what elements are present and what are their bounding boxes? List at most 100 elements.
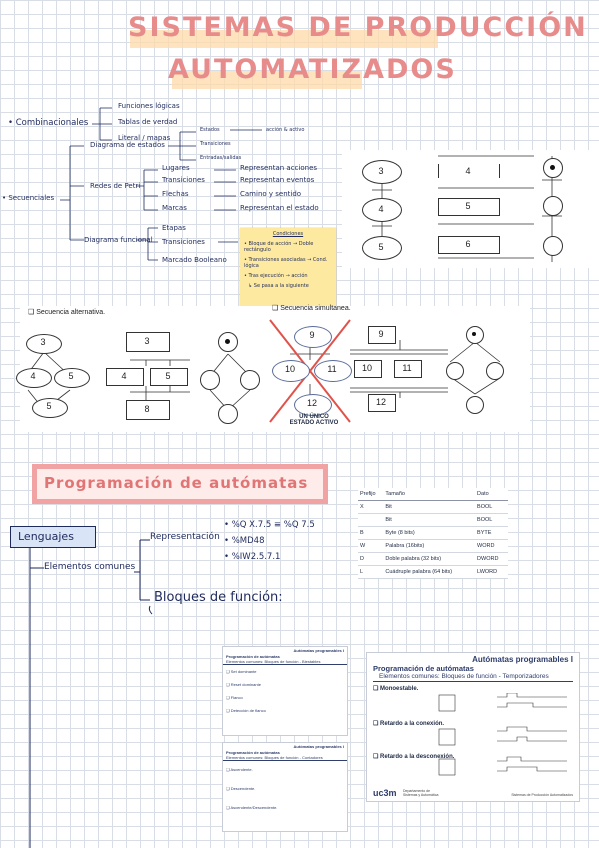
place-label: 11 — [327, 364, 337, 374]
slide-title: Programación de autómatas — [226, 750, 280, 755]
table-cell: B — [358, 526, 384, 540]
place-label: 12 — [306, 398, 317, 408]
slide-item: ❑ Ascendente/Descendente. — [226, 805, 278, 810]
sticky-line: ↳ Se pasa a la siguiente — [248, 283, 309, 289]
programacion-lines — [29, 539, 153, 848]
petri-place — [26, 334, 62, 354]
redes-petri-label: Redes de Petri — [90, 182, 141, 190]
section-heading-box — [32, 464, 328, 504]
step-label: 4 — [121, 371, 127, 381]
petri-desc: Camino y sentido — [240, 190, 302, 198]
table-cell: LWORD — [475, 565, 508, 579]
slide-item: ❑ Descendente. — [226, 786, 256, 791]
timing-diagrams — [438, 693, 567, 776]
slide-brand: Autómatas programables I — [472, 655, 573, 664]
uc3m-logo: uc3m — [373, 788, 397, 798]
token — [472, 332, 476, 336]
table-cell: D — [358, 552, 384, 566]
step-label: 12 — [375, 397, 386, 407]
slide-item: ❑ Detección de flanco — [226, 708, 266, 713]
slide-subtitle: Elementos comunes: Bloques de función - … — [373, 673, 573, 682]
table-cell: Doble palabra (32 bits) — [383, 552, 476, 566]
token — [550, 165, 555, 170]
step-label: 10 — [361, 363, 372, 373]
table-cell: W — [358, 539, 384, 553]
place-label: 4 — [378, 204, 384, 214]
bullet-combinacionales: • Combinacionales — [8, 118, 89, 128]
page-subtitle: automatizados — [168, 54, 457, 85]
estados-item: Estados — [200, 127, 220, 133]
place-label: 5 — [46, 401, 52, 411]
rep-item: • %IW2.5.7.1 — [224, 552, 281, 562]
petri-desc: Representan acciones — [240, 164, 318, 172]
step-label: 5 — [465, 201, 471, 211]
slide-item: ❑ Monoestable. — [373, 686, 419, 692]
grafcet-step — [438, 236, 500, 254]
step-label: 9 — [378, 329, 384, 339]
table-header: Tamaño — [383, 488, 476, 501]
petri-place — [294, 394, 332, 416]
slide-footer: Sistemas de Producción Automatizados — [511, 793, 573, 797]
title-highlight — [130, 30, 438, 48]
place-label: 9 — [309, 330, 315, 340]
grafcet-step — [150, 368, 188, 386]
elementos-label: Elementos comunes — [44, 562, 136, 572]
sticky-line: • Tras ejecución → acción — [244, 273, 308, 279]
bloques-label: Bloques de función: — [154, 590, 283, 605]
petri-place — [362, 160, 402, 184]
table-cell: Bit — [383, 500, 476, 514]
rep-item: • %MD48 — [224, 536, 265, 546]
grafcet-step — [126, 400, 170, 420]
rep-item: • %Q X.7.5 ≡ %Q 7.5 — [224, 520, 315, 530]
bullet-secuenciales: • Secuenciales — [2, 194, 55, 202]
diagrama-funcional-label: Diagrama funcional — [84, 236, 153, 244]
petri-place — [16, 368, 52, 388]
slide-title: Programación de autómatas — [373, 664, 474, 673]
lenguajes-box — [10, 526, 96, 548]
slide-item: ❑ Reset dominante — [226, 682, 261, 687]
place-label: 4 — [30, 371, 36, 381]
table-header: Prefijo — [358, 488, 384, 501]
representacion-label: Representación — [150, 532, 220, 542]
table-cell: Byte (8 bits) — [383, 526, 476, 540]
alternativa-caption: ❑ Secuencia alternativa. — [28, 309, 106, 316]
table-header-row: Prefijo Tamaño Dato — [358, 488, 508, 501]
petri-place — [314, 360, 352, 382]
sticky-line: • Bloque de acción → Doble rectángulo — [244, 241, 314, 253]
grafcet-step — [126, 332, 170, 352]
grafcet-step — [438, 164, 500, 178]
comb-item: Literal / mapas — [118, 134, 171, 142]
petri-term: Transiciones — [162, 176, 205, 184]
slide-footer: Departamento de Sistemas y Automática — [403, 789, 439, 797]
slide-item: ❑ Ascendente. — [226, 767, 253, 772]
petri-place — [466, 396, 484, 414]
table-cell: X — [358, 500, 384, 514]
petri-place — [362, 236, 402, 260]
petri-term: Flechas — [162, 190, 189, 198]
slide-item: ❑ Retardo a la desconexión. — [373, 754, 455, 760]
step-label: 11 — [402, 363, 412, 373]
step-label: 8 — [144, 404, 150, 414]
step-label: 5 — [165, 371, 171, 381]
slide-item: ❑ Retardo a la conexión. — [373, 721, 445, 727]
page-title: Sistemas de producción — [128, 12, 588, 43]
sequences-lines — [25, 319, 501, 423]
table-cell: WORD — [475, 539, 508, 553]
estados-item: Entradas/salidas — [200, 155, 242, 161]
grafcet-step — [354, 360, 382, 378]
mindmap-lines — [60, 107, 262, 261]
petri-place — [218, 404, 238, 424]
slide-title: Programación de autómatas — [226, 654, 280, 659]
slide-brand: Autómatas programables I — [293, 744, 344, 749]
petri-place — [240, 370, 260, 390]
grafcet-step — [368, 394, 396, 412]
petri-place — [543, 236, 563, 256]
place-label: 5 — [68, 371, 74, 381]
petri-place — [200, 370, 220, 390]
